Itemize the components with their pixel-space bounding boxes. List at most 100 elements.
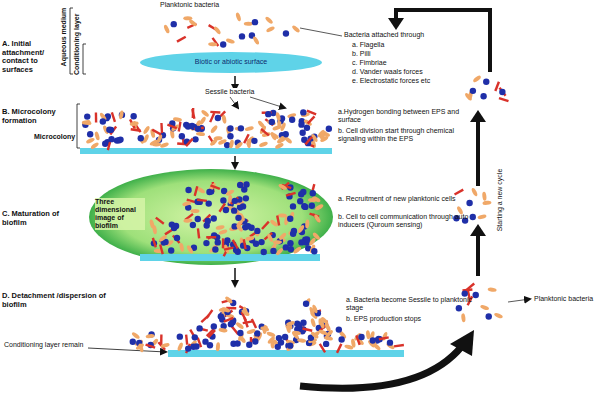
stage-label: C. Maturation of biofilm	[2, 210, 82, 227]
cycle-arrow-head	[388, 18, 404, 30]
bacillus-cell	[487, 287, 496, 292]
bacillus-cell	[267, 120, 277, 126]
coccus-cell	[303, 301, 309, 307]
coccus-cell	[323, 341, 329, 347]
stage-arrow	[234, 156, 236, 168]
bacillus-cell	[145, 334, 154, 339]
rod-cell	[454, 189, 464, 196]
rod-cell	[152, 129, 162, 136]
bacteria-label: Sessile bacteria	[205, 88, 254, 96]
coccus-cell	[298, 121, 304, 127]
coccus-cell	[243, 195, 249, 201]
coccus-cell	[309, 203, 315, 209]
coccus-cell	[211, 323, 217, 329]
bacillus-cell	[297, 224, 305, 234]
cycle-arrow-head	[470, 110, 486, 122]
coccus-cell	[258, 239, 264, 245]
bacillus-cell	[163, 24, 170, 34]
rod-cell	[305, 136, 313, 145]
rod-cell	[167, 124, 177, 130]
coccus-cell	[298, 239, 304, 245]
rod-cell	[307, 116, 316, 125]
bacillus-cell	[266, 25, 276, 33]
rod-cell	[152, 237, 157, 247]
bacillus-cell	[273, 240, 282, 244]
coccus-cell	[254, 228, 260, 234]
bacillus-cell	[291, 25, 300, 34]
coccus-cell	[239, 33, 245, 39]
bacillus-cell	[318, 329, 328, 336]
coccus-cell	[177, 333, 183, 339]
stage-note: b. EPS production stops	[346, 315, 486, 323]
rod-cell	[260, 128, 269, 136]
cycle-arrow-head	[450, 330, 474, 356]
bacillus-cell	[177, 342, 184, 352]
bacillus-cell	[234, 141, 243, 150]
coccus-cell	[291, 228, 297, 234]
rod-cell	[201, 315, 210, 323]
rod-cell	[131, 128, 141, 132]
rod-cell	[176, 36, 186, 43]
coccus-cell	[235, 215, 241, 221]
coccus-cell	[358, 334, 364, 340]
bacillus-cell	[278, 183, 288, 191]
bacillus-cell	[85, 137, 95, 144]
bacillus-cell	[218, 328, 228, 334]
bacillus-cell	[252, 36, 260, 46]
coccus-cell	[224, 142, 230, 148]
coccus-cell	[466, 200, 472, 206]
bacillus-cell	[216, 342, 221, 351]
coccus-cell	[223, 207, 229, 213]
bacillus-cell	[215, 225, 225, 231]
bacillus-cell	[196, 132, 205, 137]
coccus-cell	[206, 189, 212, 195]
bacillus-cell	[241, 309, 251, 317]
coccus-cell	[311, 248, 317, 254]
rod-cell	[251, 318, 257, 328]
bracket	[83, 44, 86, 74]
coccus-cell	[185, 187, 191, 193]
bacillus-cell	[260, 326, 270, 332]
rod-cell	[243, 317, 249, 327]
bacillus-cell	[310, 318, 316, 328]
coccus-cell	[228, 321, 234, 327]
bacillus-cell	[235, 223, 244, 233]
coccus-cell	[290, 203, 296, 209]
surface-shape	[140, 52, 322, 73]
coccus-cell	[289, 117, 295, 123]
rod-cell	[197, 228, 201, 238]
bacillus-cell	[138, 343, 145, 353]
coccus-cell	[185, 345, 191, 351]
bacillus-cell	[275, 112, 281, 122]
leader-line	[508, 299, 530, 302]
bacillus-cell	[461, 313, 466, 322]
bacteria-label: Planktonic bacteria	[534, 295, 593, 303]
coccus-cell	[499, 89, 505, 95]
bacillus-cell	[235, 12, 242, 22]
bacillus-cell	[304, 297, 312, 307]
bacillus-cell	[149, 139, 159, 147]
bacillus-cell	[188, 19, 198, 28]
bacillus-cell	[235, 321, 245, 330]
bacillus-cell	[286, 320, 296, 327]
rod-cell	[222, 238, 225, 248]
coccus-cell	[282, 334, 288, 340]
region-label: Aqueous medium	[60, 7, 68, 67]
bacillus-cell	[472, 75, 482, 84]
stage-label: D. Detachment /dispersion of biofilm	[2, 292, 120, 309]
coccus-cell	[171, 225, 177, 231]
stage-note: b. Cell to cell communication through au…	[338, 213, 488, 229]
coccus-cell	[212, 246, 218, 252]
coccus-cell	[130, 113, 136, 119]
coccus-cell	[234, 340, 240, 346]
coccus-cell	[202, 338, 208, 344]
bacillus-cell	[266, 233, 274, 243]
coccus-cell	[179, 133, 185, 139]
bacillus-cell	[208, 42, 217, 47]
bacillus-cell	[229, 139, 235, 149]
coccus-cell	[215, 239, 221, 245]
bacillus-cell	[186, 245, 194, 255]
coccus-cell	[211, 215, 217, 221]
bracket	[70, 8, 73, 74]
coccus-cell	[224, 237, 230, 243]
